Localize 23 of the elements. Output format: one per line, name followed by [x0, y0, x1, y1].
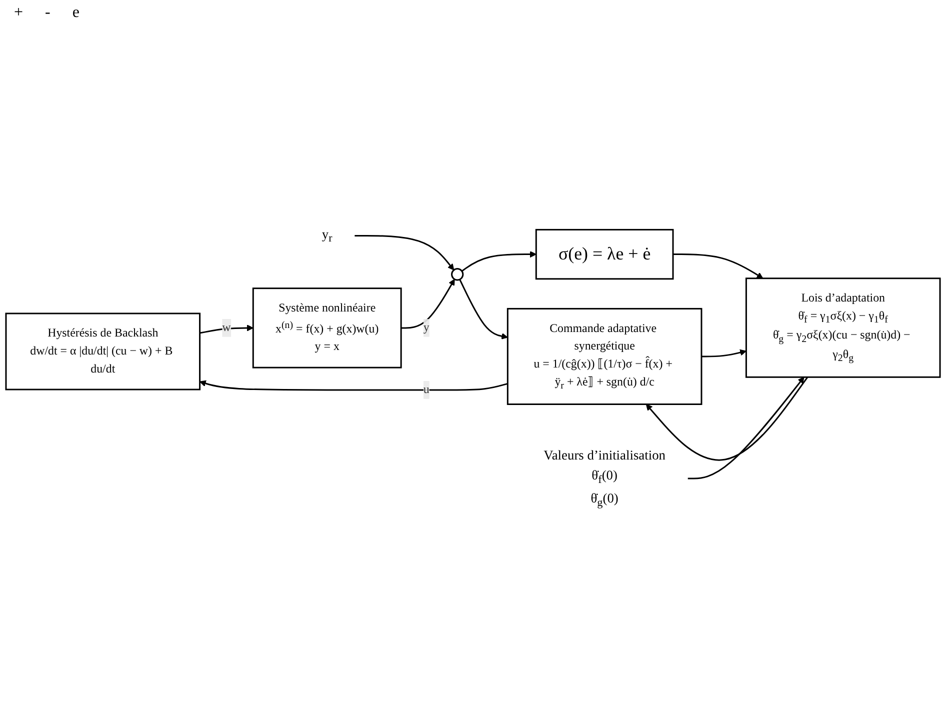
edge-label: w	[222, 321, 231, 334]
node-text: y$_{r}$	[322, 226, 332, 245]
edge-label: u	[423, 383, 430, 396]
arrow	[688, 376, 804, 480]
node-text: Valeurs d’initialisation θ̇$_{f}$(0) θ̇$_{g}$(0)	[544, 448, 666, 510]
arrow	[401, 279, 455, 329]
node-box: Commande adaptative synergétique u = 1/(cĝ(x)) ⟦(1/τ)σ − f̂(x) + ÿ$_{r}$ + λė⟧ + sgn(u̇) d/c	[506, 308, 702, 406]
node-box: Lois d’adaptation θ̇$_{f}$ = γ$_{1}$σξ(x) − γ$_{1}$θ$_{f}$ θ̇$_{g}$ = γ$_{2}$σξ(x)(cu − sgn(u̇)d) − γ$_{2}$θ$_{g}$	[745, 278, 941, 378]
node-box: σ(e) = λe + ė	[535, 229, 674, 280]
node-circle	[451, 268, 464, 281]
edge-label: y	[423, 321, 430, 334]
arrow	[673, 254, 764, 279]
arrow	[354, 235, 454, 270]
arrow	[461, 251, 536, 272]
signal-label: e	[71, 4, 80, 22]
arrow	[200, 380, 508, 391]
signal-label: -	[44, 4, 52, 22]
arrow	[459, 279, 508, 340]
node-box: Hystérésis de Backlash dw/dt = α |du/dt| (cu − w) + B du/dt	[5, 312, 201, 390]
arrow	[701, 349, 746, 358]
signal-label: +	[13, 4, 24, 22]
node-box: Système nonlinéaire x$^{(n)}$ = f(x) + g(x)w(u) y = x	[252, 288, 402, 368]
arrow	[646, 376, 808, 461]
